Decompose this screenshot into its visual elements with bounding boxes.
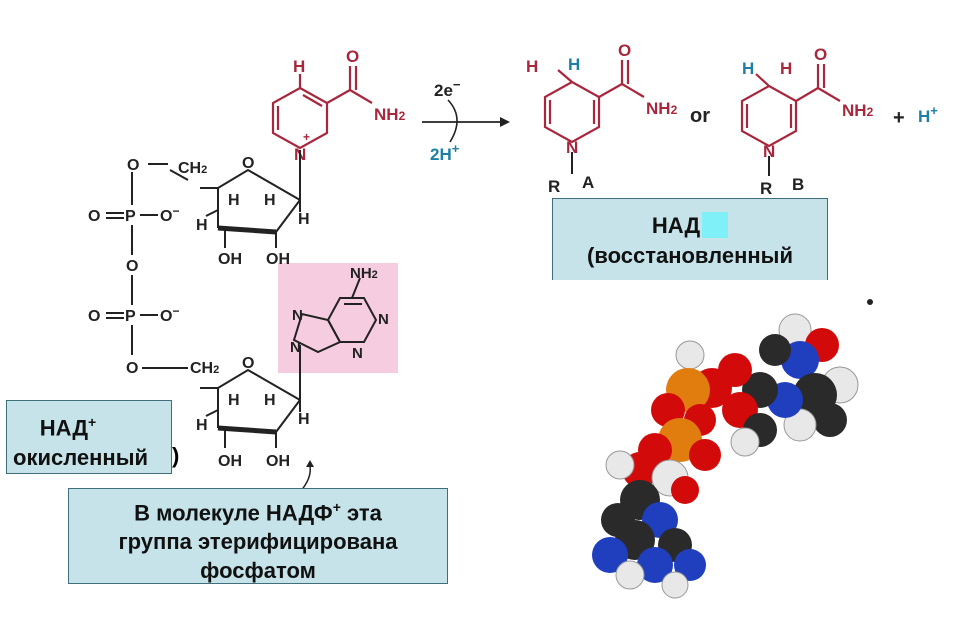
svg-text:H: H: [742, 59, 754, 78]
upper-ribose-atoms: O CH2 O H H H H OH OH: [127, 155, 310, 268]
lower-ribose: [200, 345, 301, 448]
svg-text:O: O: [618, 41, 631, 60]
svg-text:A: A: [582, 173, 594, 192]
lower-ribose-atoms: O CH2 H H H H OH OH: [190, 355, 310, 470]
plus-sign: +: [893, 107, 905, 129]
svg-text:O−: O−: [160, 204, 179, 225]
oxidized-label-box: НАД+ окисленный: [6, 400, 172, 474]
phosphate-atoms: O P O− O O P O− O: [88, 204, 179, 377]
svg-text:H: H: [228, 392, 240, 409]
phosphate-chain: [106, 163, 188, 369]
svg-text:B: B: [792, 175, 804, 194]
svg-text:P: P: [125, 208, 136, 225]
svg-text:H: H: [196, 417, 208, 434]
highlight-mark: [702, 212, 729, 238]
svg-text:N: N: [566, 138, 578, 157]
svg-text:R: R: [760, 179, 772, 198]
svg-text:OH: OH: [218, 453, 242, 470]
svg-text:H: H: [298, 411, 310, 428]
product-a-atoms: H H O NH2 N R A: [526, 41, 678, 196]
svg-text:N: N: [378, 311, 389, 328]
svg-text:OH: OH: [218, 251, 242, 268]
svg-text:N: N: [352, 345, 363, 362]
svg-text:O: O: [127, 157, 139, 174]
protons-label: 2H+: [430, 141, 460, 164]
svg-text:H: H: [196, 217, 208, 234]
svg-text:O: O: [242, 355, 254, 372]
adenine-atoms: NH2 N N N N: [290, 265, 389, 362]
svg-text:N: N: [290, 339, 301, 356]
product-a-ring: [543, 60, 645, 144]
svg-text:NH2: NH2: [646, 99, 678, 118]
svg-text:O: O: [126, 258, 138, 275]
svg-text:NH2: NH2: [842, 101, 874, 120]
svg-text:OH: OH: [266, 453, 290, 470]
svg-text:O: O: [88, 208, 100, 225]
or-label: or: [690, 105, 710, 127]
svg-text:H: H: [228, 192, 240, 209]
reaction-arrowhead: [500, 117, 510, 127]
svg-text:+: +: [303, 130, 310, 144]
nicotinamide-atoms: H O NH2 N +: [293, 47, 406, 164]
svg-text:O: O: [126, 360, 138, 377]
electron-curve: [447, 99, 458, 143]
adenine-ring: [292, 277, 378, 354]
svg-text:N: N: [292, 307, 303, 324]
phosphate-note-box: В молекуле НАДФ+ эта группа этерифициров…: [68, 488, 448, 584]
svg-text:N: N: [763, 142, 775, 161]
product-b-ring: [740, 64, 841, 148]
svg-text:H: H: [568, 55, 580, 74]
nicotinamide-ring: [271, 66, 373, 150]
svg-text:CH2: CH2: [190, 360, 219, 377]
h-plus-label: H+: [918, 103, 938, 126]
svg-text:H: H: [264, 192, 276, 209]
product-b-atoms: H H O NH2 N R B: [742, 45, 874, 198]
svg-text:O−: O−: [160, 304, 179, 325]
upper-ribose: [169, 150, 301, 248]
svg-text:P: P: [125, 308, 136, 325]
svg-text:H: H: [293, 57, 305, 76]
electrons-label: 2e−: [434, 77, 461, 100]
svg-text:H: H: [780, 59, 792, 78]
svg-text:H: H: [526, 57, 538, 76]
reduced-label-box: НАД (восстановленный: [552, 198, 828, 280]
svg-text:R: R: [548, 177, 560, 196]
svg-text:O: O: [88, 308, 100, 325]
svg-text:NH2: NH2: [350, 265, 378, 282]
pointer-arrowhead: [306, 460, 314, 467]
svg-text:O: O: [814, 45, 827, 64]
svg-text:H: H: [298, 211, 310, 228]
svg-text:O: O: [346, 47, 359, 66]
svg-text:H: H: [264, 392, 276, 409]
space-filling-model: [592, 299, 873, 599]
adenine-highlight: [278, 263, 398, 373]
svg-text:CH2: CH2: [178, 160, 207, 177]
svg-text:NH2: NH2: [374, 105, 406, 124]
svg-text:O: O: [242, 155, 254, 172]
oxidized-label-paren: ): [172, 443, 180, 468]
svg-text:OH: OH: [266, 251, 290, 268]
